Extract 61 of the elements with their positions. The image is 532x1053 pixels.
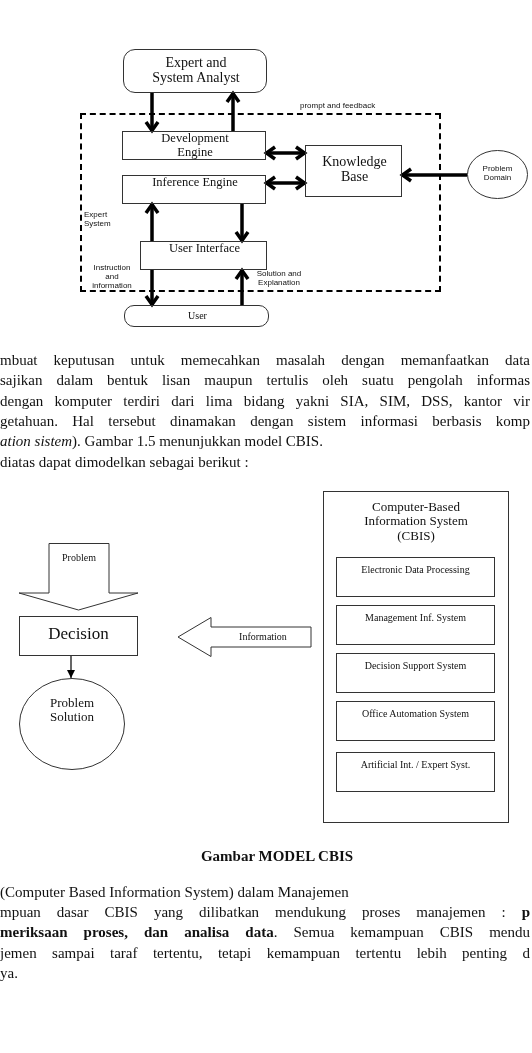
block-arrow (178, 617, 311, 657)
node-label: Knowledge Base (321, 154, 388, 185)
arrow (234, 268, 250, 305)
arrow (67, 655, 75, 679)
text-line: ation sistem). Gambar 1.5 menunjukkan model CBIS. (0, 432, 323, 450)
node-label: Computer-Based Information System (CBIS) (363, 500, 469, 543)
process-box (336, 557, 495, 597)
node-label: Information (238, 631, 288, 642)
arrow (400, 167, 467, 183)
block-arrow (19, 543, 138, 610)
process-box (336, 701, 495, 741)
arrow (144, 93, 160, 133)
node-label: Decision Support System (363, 660, 468, 671)
arrow (264, 175, 307, 191)
circle-node (19, 678, 125, 770)
node-label: Development Engine (160, 132, 230, 160)
process-box (336, 653, 495, 693)
node-label: Problem (61, 552, 97, 563)
process-box (336, 605, 495, 645)
process-box (122, 175, 266, 204)
node-label: Office Automation System (361, 708, 470, 719)
text-line: diatas dapat dimodelkan sebagai berikut : (0, 453, 249, 471)
arrow (144, 270, 160, 307)
edge-label: Solution and Explanation (256, 270, 302, 288)
text-line: dengan komputer terdiri dari lima bidang yakni SIA, SIM, DSS, kantor vir (0, 392, 530, 410)
arrow (264, 145, 307, 161)
process-box (19, 616, 138, 656)
text-line: (Computer Based Information System) dalam Manajemen (0, 883, 349, 901)
node-label: Decision (47, 625, 110, 644)
text-line: getahuan. Hal tersebut dinamakan dengan sistem informasi berbasis komp (0, 412, 530, 430)
node-label: User (187, 310, 208, 321)
dashed-boundary (80, 113, 441, 292)
node-label: Expert System (84, 211, 112, 229)
process-box (140, 241, 267, 270)
node-label: Expert and System Analyst (151, 55, 241, 86)
annotation-label: prompt and feedback (300, 101, 376, 111)
text-line: sajikan dalam bentuk lisan maupun tertulis oleh suatu pengolah informas (0, 371, 530, 389)
ellipse-node (467, 150, 528, 199)
rounded-box (124, 305, 269, 327)
rounded-box (123, 49, 267, 93)
edge-label: Instruction and information (89, 264, 135, 291)
figure-caption: Gambar MODEL CBIS (199, 847, 355, 865)
node-label: Inference Engine (151, 176, 239, 190)
node-label: Problem Solution (48, 696, 96, 725)
node-label: User Interface (167, 242, 242, 256)
arrow (144, 202, 160, 241)
node-label: Electronic Data Processing (360, 564, 471, 575)
node-label: Management Inf. System (364, 612, 467, 623)
process-box (122, 131, 266, 160)
process-box (305, 145, 402, 197)
node-label: Artificial Int. / Expert Syst. (359, 759, 472, 770)
text-line: mpuan dasar CBIS yang dilibatkan mendukung proses manajemen : p (0, 903, 530, 921)
text-line: meriksaan proses, dan analisa data. Semua kemampuan CBIS mendu (0, 923, 530, 941)
arrow (225, 91, 241, 131)
node-label: Problem Domain (481, 165, 514, 183)
container-box (323, 491, 509, 823)
arrow (234, 204, 250, 243)
process-box (336, 752, 495, 792)
text-line: mbuat keputusan untuk memecahkan masalah dengan memanfaatkan data (0, 351, 530, 369)
text-line: jemen sampai taraf tertentu, tetapi kemampuan tertentu lebih penting d (0, 944, 530, 962)
text-line: ya. (0, 964, 18, 982)
